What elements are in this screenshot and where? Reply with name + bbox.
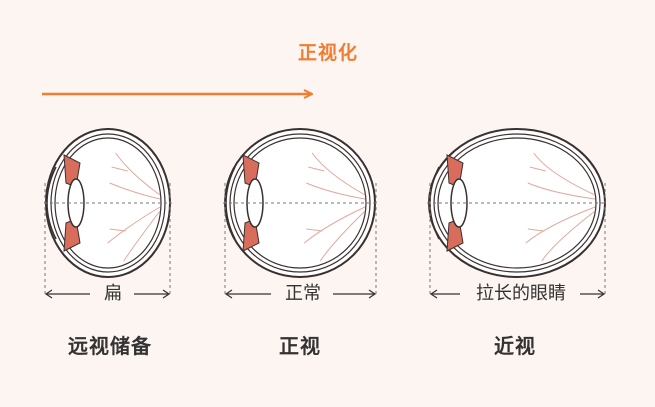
retinal-vessel bbox=[107, 206, 161, 244]
retinal-vessel bbox=[311, 152, 366, 196]
retinal-vessel bbox=[109, 228, 126, 232]
retina-layer bbox=[233, 137, 367, 269]
cornea bbox=[225, 166, 236, 240]
retinal-vessel bbox=[527, 182, 596, 200]
progression-label: 正视化 bbox=[297, 42, 358, 64]
eye-flat-length-label: 扁 bbox=[92, 282, 134, 306]
retinal-vessel bbox=[319, 210, 366, 262]
dimension-arrowhead-left bbox=[44, 289, 53, 299]
retinal-vessel bbox=[306, 228, 323, 232]
cornea bbox=[46, 166, 57, 240]
retinal-vessel bbox=[527, 228, 544, 232]
retinal-vessel bbox=[303, 206, 366, 244]
eye-elongated-caption: 近视 bbox=[494, 334, 536, 358]
eye-elongated-length-label: 拉长的眼睛 bbox=[462, 282, 580, 306]
retinal-vessel bbox=[525, 206, 596, 244]
eye-normal bbox=[223, 128, 377, 299]
eye-flat-caption: 远视储备 bbox=[68, 334, 152, 358]
retinal-vessel bbox=[533, 152, 596, 196]
retinal-vessel bbox=[529, 166, 546, 172]
dimension-arrowhead-right bbox=[597, 289, 606, 299]
eye-elongated bbox=[427, 128, 607, 299]
retinal-vessel bbox=[123, 210, 161, 262]
dimension-arrowhead-right bbox=[368, 289, 377, 299]
retinal-vessel bbox=[541, 210, 596, 262]
dimension-arrowhead-left bbox=[429, 289, 438, 299]
dimension-arrowhead-left bbox=[224, 289, 233, 299]
dimension-arrowhead-right bbox=[162, 289, 171, 299]
retinal-vessel bbox=[306, 182, 366, 200]
retinal-vessel bbox=[308, 166, 325, 172]
eye-normal-length-label: 正常 bbox=[273, 282, 333, 306]
retinal-vessel bbox=[115, 152, 161, 196]
retinal-vessel bbox=[111, 166, 128, 172]
retinal-vessel bbox=[109, 182, 161, 200]
eye-normal-caption: 正视 bbox=[279, 334, 321, 358]
eye-flat bbox=[44, 128, 172, 299]
